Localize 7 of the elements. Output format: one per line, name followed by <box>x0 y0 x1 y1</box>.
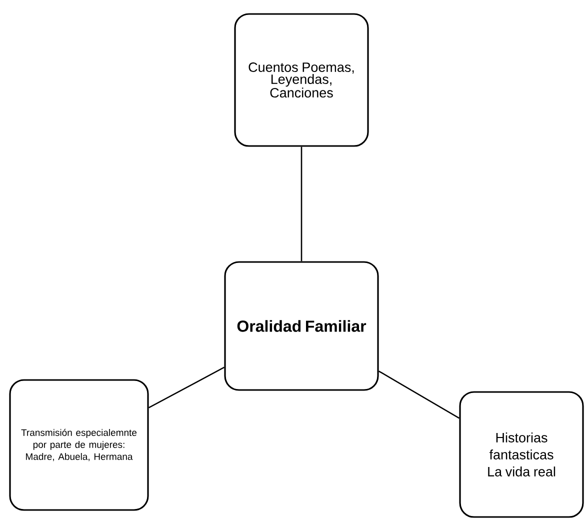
text-box: Historias fantasticas La vida real <box>459 391 584 518</box>
connector-line <box>300 146 302 262</box>
connector-line <box>148 366 225 408</box>
text-box: Cuentos Poemas, Leyendas, Canciones <box>234 13 369 147</box>
central-box: Oralidad Familiar <box>224 261 379 391</box>
connector-line <box>378 370 460 419</box>
text-box: Transmisión especialemnte por parte de mujeres: Madre, Abuela, Hermana <box>9 379 149 511</box>
